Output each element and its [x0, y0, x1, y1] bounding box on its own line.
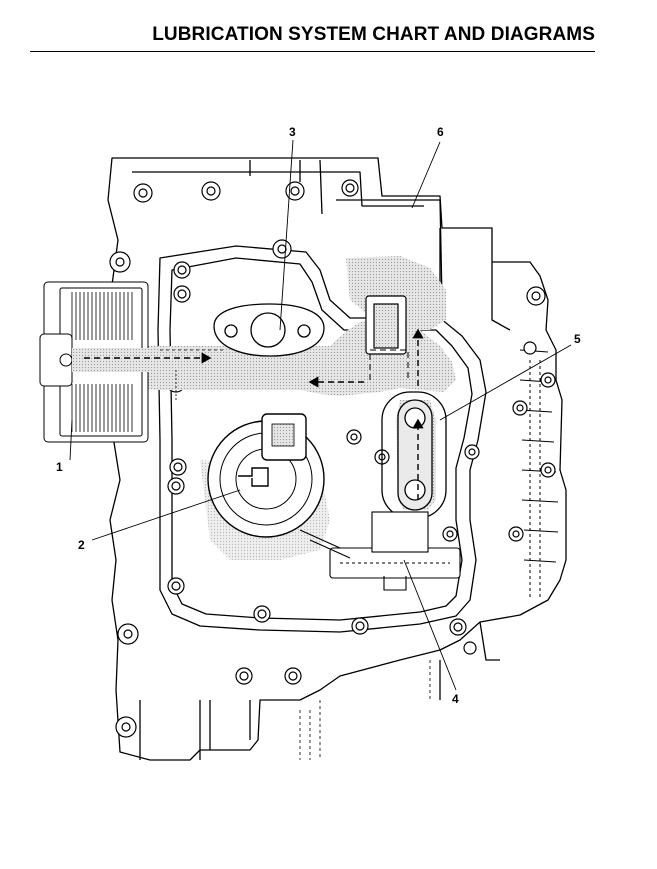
header-rule [30, 51, 595, 52]
page-header: LUBRICATION SYSTEM CHART AND DIAGRAMS [0, 0, 657, 60]
callout-3: 3 [289, 125, 296, 139]
oil-filter-bowl [207, 413, 325, 538]
page-title: LUBRICATION SYSTEM CHART AND DIAGRAMS [152, 24, 595, 45]
oil-delivery-tube [381, 391, 447, 519]
callout-6: 6 [437, 125, 444, 139]
oil-pan-cover [157, 245, 487, 633]
crankcase-outline [107, 157, 567, 761]
callout-2: 2 [78, 538, 85, 552]
oil-flow-arrows [84, 328, 424, 500]
callout-leaders [69, 139, 572, 691]
callout-4: 4 [452, 692, 459, 706]
oil-filter-clutch-assembly [39, 281, 150, 443]
callout-5: 5 [574, 332, 581, 346]
bolt-bosses [109, 179, 556, 738]
callout-1: 1 [56, 460, 63, 474]
sump-block [365, 295, 407, 355]
relief-valve-plate [213, 303, 325, 357]
oil-strainer [299, 511, 461, 591]
detail-lines [299, 660, 431, 760]
callout-labels: 1 2 3 4 5 6 [56, 125, 581, 706]
